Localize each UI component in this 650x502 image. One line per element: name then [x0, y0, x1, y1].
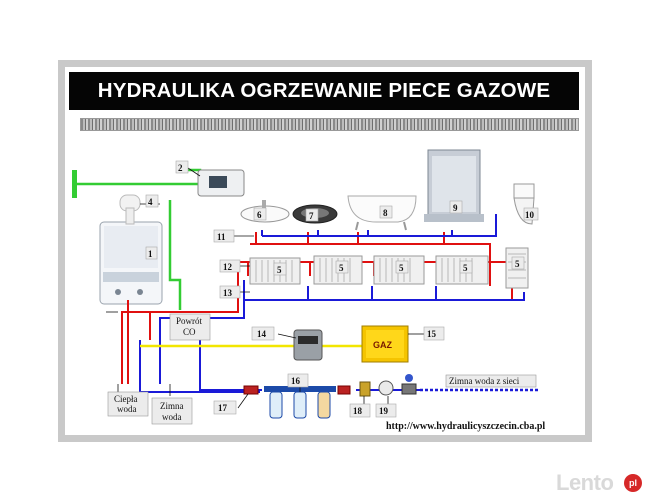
powrot-line2: CO: [183, 327, 196, 337]
room-controller: [197, 169, 245, 197]
label-5d: 5: [463, 263, 468, 273]
powrot-line1: Powrót: [176, 316, 203, 326]
zimna-box: [151, 397, 193, 425]
label-13: 13: [223, 288, 233, 298]
ciepla-line2: woda: [117, 404, 137, 414]
label-8: 8: [383, 208, 388, 218]
number-tags: [145, 160, 539, 418]
label-11: 11: [217, 232, 226, 242]
powrot-box: [169, 313, 211, 341]
valves: [243, 374, 417, 397]
zimna-line2: woda: [162, 412, 182, 422]
decorative-divider: [80, 118, 579, 131]
watermark-badge: pl: [624, 474, 642, 492]
shower-cabin-9: [424, 149, 484, 222]
label-10: 10: [525, 210, 535, 220]
website-url: http://www.hydraulicyszczecin.cba.pl: [386, 421, 545, 432]
label-5e: 5: [515, 259, 520, 269]
label-12: 12: [223, 262, 233, 272]
label-5a: 5: [277, 265, 282, 275]
label-7: 7: [309, 211, 314, 221]
label-6: 6: [257, 210, 262, 220]
pointer-lines: [106, 167, 424, 409]
label-5c: 5: [399, 263, 404, 273]
label-5b: 5: [339, 263, 344, 273]
label-18: 18: [353, 406, 363, 416]
watermark-logo: Lento: [556, 470, 614, 495]
label-15: 15: [427, 329, 437, 339]
gas-label: GAZ: [373, 340, 393, 350]
ciepla-line1: Ciepła: [114, 394, 138, 404]
ciepla-box: [107, 391, 149, 417]
gas-boiler: [99, 194, 163, 305]
label-4: 4: [148, 197, 153, 207]
cold-pipes: [139, 214, 540, 393]
zimna-sieci-box: [445, 374, 537, 388]
zimna-line1: Zimna: [160, 401, 184, 411]
gas-meter: [293, 329, 323, 361]
label-9: 9: [453, 203, 458, 213]
page-title: HYDRAULIKA OGRZEWANIE PIECE GAZOWE: [69, 72, 579, 110]
gas-cabinet: [361, 325, 409, 363]
label-2: 2: [178, 163, 183, 173]
label-1: 1: [148, 249, 153, 259]
label-19: 19: [379, 406, 389, 416]
label-14: 14: [257, 329, 267, 339]
zimna-sieci-label: Zimna woda z sieci: [449, 376, 520, 386]
label-17: 17: [218, 403, 228, 413]
label-16: 16: [291, 376, 301, 386]
